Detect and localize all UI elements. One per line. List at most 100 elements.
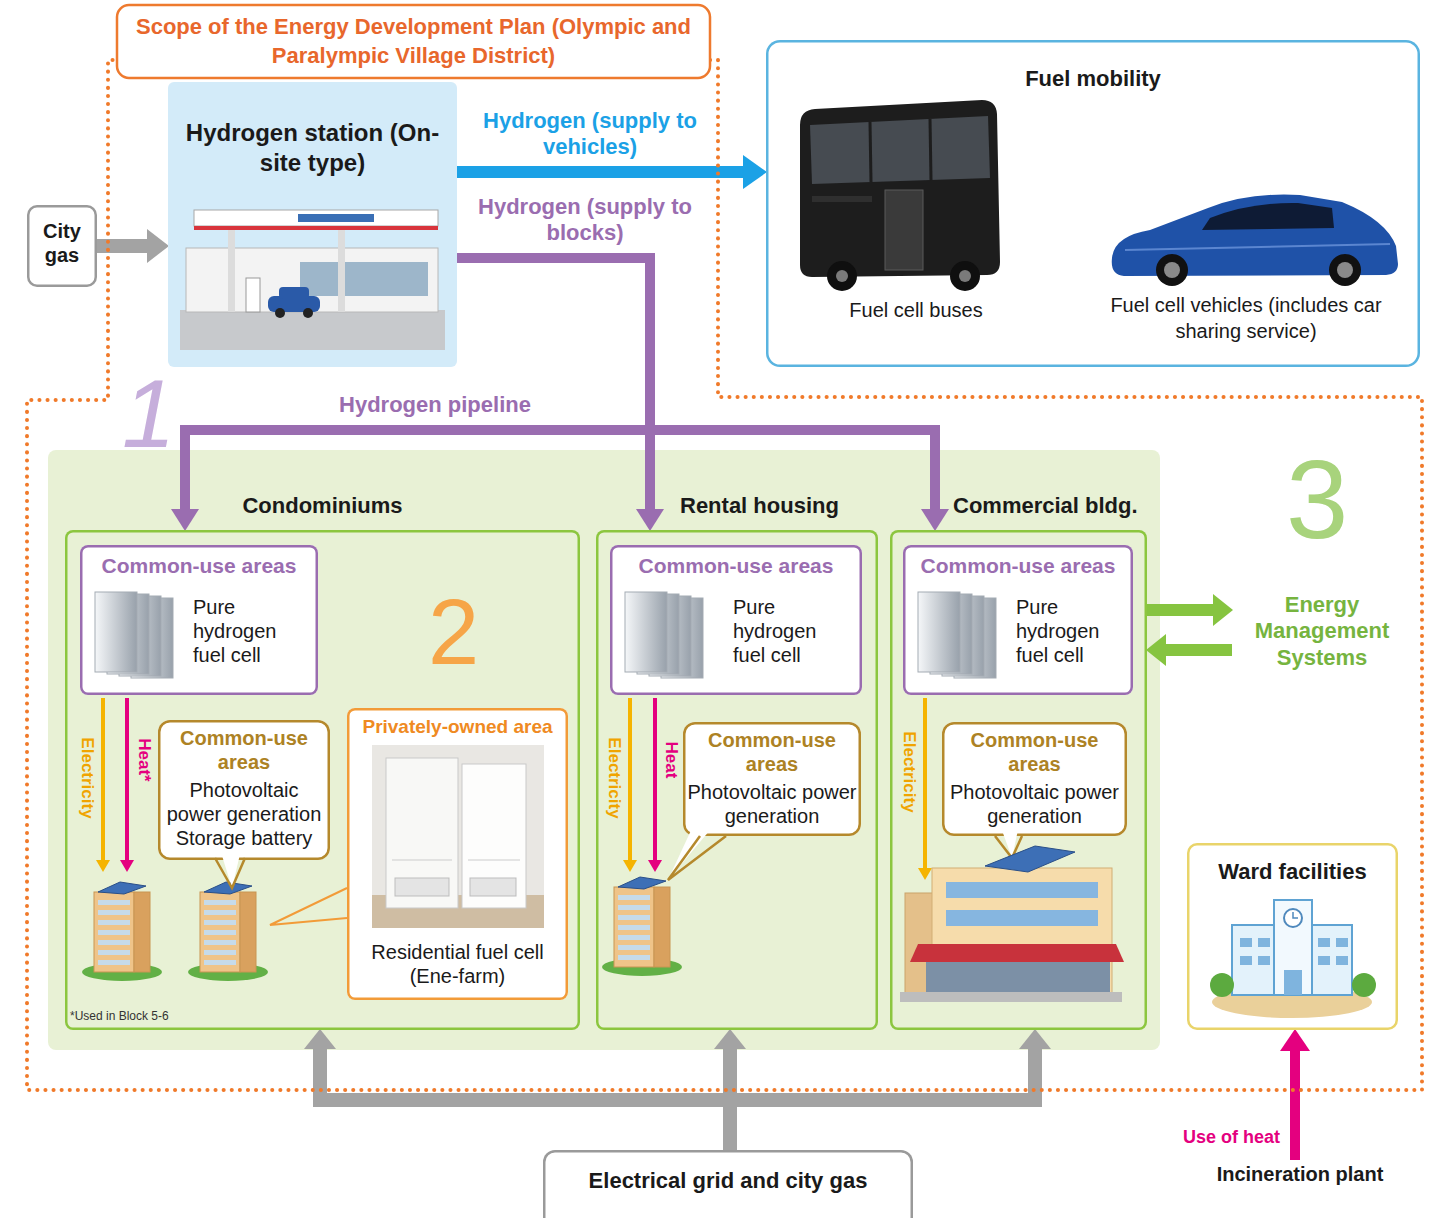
ward-building-illustration xyxy=(1318,956,1330,965)
callout-box: Common-use areasPhotovoltaic power gener… xyxy=(942,722,1127,836)
node-heading: Electrical grid and city gas xyxy=(543,1168,913,1194)
grid-arrow xyxy=(730,1049,1035,1150)
car-illustration xyxy=(1156,254,1188,286)
ene-farm-photo xyxy=(372,745,544,928)
ward-building-illustration xyxy=(1284,909,1302,927)
grid-arrow xyxy=(320,1049,730,1150)
node-text: Storage battery xyxy=(161,826,327,850)
car-illustration xyxy=(1202,203,1334,230)
car-illustration xyxy=(1164,262,1180,278)
commercial-building-illustration xyxy=(946,910,1098,926)
source-box: City gas xyxy=(27,205,97,287)
pipeline-arrow xyxy=(457,258,650,509)
ward-building-illustration xyxy=(1212,986,1372,1018)
station-illustration xyxy=(298,214,374,222)
private-area: Privately-owned areaResidential fuel cel… xyxy=(347,708,568,1000)
ward-building-illustration xyxy=(1352,973,1376,997)
station-illustration xyxy=(268,296,320,312)
system-label: Energy Management Systems xyxy=(1232,590,1412,680)
ward-building-illustration xyxy=(1293,912,1298,918)
source-label: Incineration plant xyxy=(1195,1160,1405,1192)
station-illustration xyxy=(180,210,445,350)
energy-flow-arrow xyxy=(923,698,927,868)
bus-illustration xyxy=(800,100,1000,277)
node-heading: Ward facilities xyxy=(1187,859,1398,885)
node-text: Pure hydrogen fuel cell xyxy=(733,595,843,667)
node-heading: Common-use areas xyxy=(610,553,862,578)
callout-tail xyxy=(668,811,726,880)
block-box: Commercial bldg.Common-use areasPure hyd… xyxy=(890,530,1147,1030)
leader-line xyxy=(270,888,347,925)
station-illustration xyxy=(279,287,309,299)
ward-building-illustration xyxy=(1336,938,1348,947)
fuel-cell-area: Common-use areasPure hydrogen fuel cell xyxy=(903,545,1133,695)
flow-label: Electricity xyxy=(899,731,919,812)
station-illustration xyxy=(180,310,445,350)
commercial-building-illustration xyxy=(985,846,1075,872)
commercial-building-illustration xyxy=(946,882,1098,898)
energy-flow-arrow xyxy=(628,698,632,860)
commercial-building-illustration xyxy=(910,944,1124,962)
car-illustration xyxy=(1337,262,1353,278)
bus-illustration xyxy=(810,116,990,184)
apartment-illustration xyxy=(188,882,268,981)
edge-label: Hydrogen (supply to vehicles) xyxy=(470,108,710,161)
ene-farm-photo xyxy=(372,745,544,928)
callout-tail xyxy=(995,811,1022,858)
supply-arrow xyxy=(457,166,743,178)
apartment-illustration xyxy=(82,882,162,981)
node-heading: City gas xyxy=(27,219,97,267)
car-illustration xyxy=(1112,195,1398,276)
bus-illustration xyxy=(950,261,980,291)
district-band xyxy=(48,450,1160,1050)
leader-line xyxy=(270,888,347,925)
node-heading: Common-use areas xyxy=(161,726,327,774)
flow-label: Electricity xyxy=(604,737,624,818)
node-heading: Privately-owned area xyxy=(347,716,568,739)
car-illustration xyxy=(1125,244,1390,250)
bus-illustration xyxy=(959,270,971,282)
edge-label: Hydrogen pipeline xyxy=(320,392,550,418)
ward-building-illustration xyxy=(1336,956,1348,965)
ene-farm-photo xyxy=(468,860,520,861)
node-heading: Rental housing xyxy=(680,493,878,519)
ward-building-illustration xyxy=(1240,938,1252,947)
node-text: Fuel cell buses xyxy=(806,298,1026,322)
apartment-illustration xyxy=(82,877,682,981)
node-heading: Common-use areas xyxy=(686,728,858,776)
bus-illustration xyxy=(812,196,872,202)
station-illustration xyxy=(246,278,260,312)
ene-farm-photo xyxy=(392,860,452,861)
management-arrow xyxy=(1147,604,1213,616)
station-box: Hydrogen station (On-site type) xyxy=(168,82,457,367)
node-text: Pure hydrogen fuel cell xyxy=(193,595,303,667)
car-illustration xyxy=(1329,254,1361,286)
bus-illustration xyxy=(827,261,857,291)
station-illustration xyxy=(194,210,438,226)
station-illustration xyxy=(275,308,285,318)
ward-building-illustration xyxy=(1274,900,1312,995)
footnote: *Used in Block 5-6 xyxy=(70,1009,169,1023)
heat-arrow xyxy=(1290,1051,1300,1160)
node-heading: Common-use areas xyxy=(945,728,1124,776)
callout-tail xyxy=(668,836,726,880)
supply-arrow xyxy=(97,239,147,253)
block-box: Rental housingCommon-use areasPure hydro… xyxy=(596,530,878,1030)
ward-building-illustration xyxy=(1258,938,1270,947)
station-illustration xyxy=(338,230,345,312)
station-illustration xyxy=(228,230,235,312)
node-text: Residential fuel cell (Ene-farm) xyxy=(352,940,563,988)
node-text: Photovoltaic power generation xyxy=(161,778,327,826)
node-heading: Fuel mobility xyxy=(766,66,1420,92)
commercial-building-illustration xyxy=(932,868,1112,993)
node-heading: Condominiums xyxy=(65,493,580,519)
ward-building-illustration xyxy=(1240,956,1252,965)
flow-label: Heat xyxy=(661,742,681,779)
callout-tail xyxy=(215,811,1022,888)
node-heading: Scope of the Energy Development Plan (Ol… xyxy=(125,13,702,70)
callout-number: 1 xyxy=(122,366,175,462)
district-band xyxy=(48,450,1160,1050)
fuel-cell-icon xyxy=(95,592,173,678)
commercial-building-illustration xyxy=(900,992,1122,1002)
